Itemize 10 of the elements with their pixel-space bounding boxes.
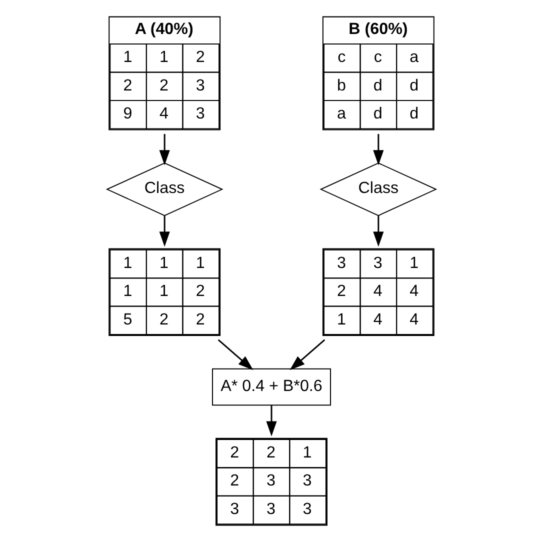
node-diamond: Class (319, 162, 437, 216)
arrow (372, 134, 384, 166)
arrow (372, 216, 384, 247)
arrow (217, 339, 253, 370)
node-diamond: Class (105, 162, 223, 216)
arrow (266, 405, 276, 436)
arrow (289, 339, 325, 370)
node-box: A* 0.4 + B*0.6 (212, 368, 330, 406)
arrow (158, 134, 170, 166)
arrow (158, 216, 170, 247)
